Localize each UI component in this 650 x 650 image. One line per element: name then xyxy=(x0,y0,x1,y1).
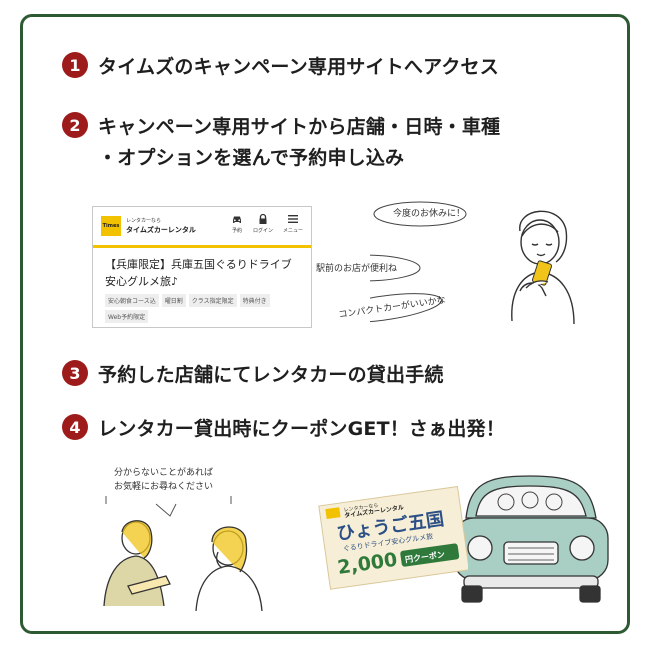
step-2: 2 キャンペーン専用サイトから店舗・日時・車種 ・オプションを選んで予約申し込み xyxy=(62,112,500,174)
rental-counter-illustration xyxy=(103,496,263,612)
menu-icon xyxy=(287,215,298,223)
tag: 曜日割 xyxy=(161,294,186,307)
tag-list: 安心朝食コース込 曜日割 クラス指定限定 特典付き Web予約限定 xyxy=(93,294,311,323)
coupon-brand-sub: レンタカーなら xyxy=(343,502,379,514)
coupon-ticket: レンタカーなら タイムズカーレンタル ひょうご五国 ぐるりドライブ安心グルメ旅 … xyxy=(318,486,468,590)
nav-reserve[interactable]: 予約 xyxy=(231,213,243,234)
step-number: 1 xyxy=(62,52,88,78)
lock-icon xyxy=(259,213,267,224)
nav-label: メニュー xyxy=(282,228,303,234)
brand-sub: レンタカーなら xyxy=(126,218,162,224)
brand-main: タイムズカーレンタル xyxy=(126,226,196,234)
step-number: 4 xyxy=(62,414,88,440)
speech-bubble-2: 駅前のお店が便利ね xyxy=(316,264,398,274)
tag: クラス指定限定 xyxy=(188,294,237,307)
tag: Web予約限定 xyxy=(105,310,149,323)
counter-speech: 分からないことがあれば お気軽にお尋ねください xyxy=(114,466,213,494)
site-nav: 予約 ログイン メニュー xyxy=(231,213,303,234)
step-4: 4 レンタカー貸出時にクーポンGET！さぁ出発！ xyxy=(62,414,505,445)
step-line: タイムズのキャンペーン専用サイトへアクセス xyxy=(98,56,499,78)
counter-speech-line: お気軽にお尋ねください xyxy=(114,482,214,492)
step-text: タイムズのキャンペーン専用サイトへアクセス xyxy=(98,52,499,83)
step-text: レンタカー貸出時にクーポンGET！さぁ出発！ xyxy=(98,414,505,445)
nav-label: 予約 xyxy=(231,228,242,234)
nav-label: ログイン xyxy=(252,228,273,234)
site-brand: レンタカーなら タイムズカーレンタル xyxy=(126,217,196,235)
times-logo: Times xyxy=(101,216,121,236)
nav-login[interactable]: ログイン xyxy=(253,213,273,234)
car-icon xyxy=(232,216,241,223)
step-line: レンタカー貸出時にクーポンGET！さぁ出発！ xyxy=(98,418,505,440)
step-number: 2 xyxy=(62,112,88,138)
campaign-title[interactable]: 【兵庫限定】兵庫五国ぐるりドライブ安心グルメ旅♪ xyxy=(105,258,292,288)
step-3: 3 予約した店舗にてレンタカーの貸出手続 xyxy=(62,360,444,391)
step-1: 1 タイムズのキャンペーン専用サイトへアクセス xyxy=(62,52,499,83)
step-text: キャンペーン専用サイトから店舗・日時・車種 ・オプションを選んで予約申し込み xyxy=(98,112,500,174)
step-line: ・オプションを選んで予約申し込み xyxy=(98,147,405,169)
tag: 特典付き xyxy=(239,294,270,307)
site-header: Times レンタカーなら タイムズカーレンタル 予約 ログイン メニュー xyxy=(93,207,311,248)
speech-bubble-1: 今度のお休みに！ xyxy=(393,209,466,219)
campaign-site-card[interactable]: Times レンタカーなら タイムズカーレンタル 予約 ログイン メニュー 【兵… xyxy=(92,206,312,328)
woman-phone-illustration xyxy=(370,201,575,325)
times-logo xyxy=(325,507,341,520)
step-number: 3 xyxy=(62,360,88,386)
step-line: キャンペーン専用サイトから店舗・日時・車種 xyxy=(98,116,501,138)
nav-menu[interactable]: メニュー xyxy=(283,213,303,234)
tag: 安心朝食コース込 xyxy=(105,294,159,307)
car-illustration xyxy=(453,475,609,603)
step-text: 予約した店舗にてレンタカーの貸出手続 xyxy=(98,360,444,391)
content-frame xyxy=(20,14,630,634)
step-line: 予約した店舗にてレンタカーの貸出手続 xyxy=(98,364,444,386)
counter-speech-line: 分からないことがあれば xyxy=(114,468,214,478)
